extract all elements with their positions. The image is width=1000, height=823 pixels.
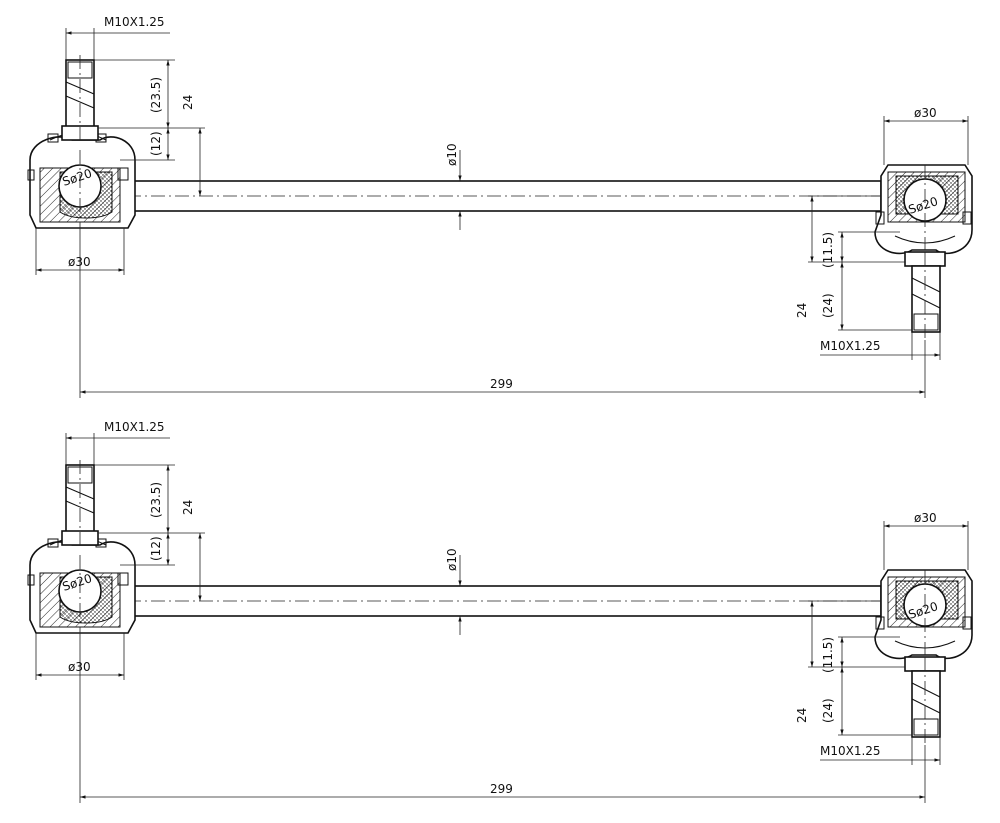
left-ball-joint bbox=[27, 537, 136, 635]
link-rod bbox=[126, 585, 882, 617]
left-ball-joint bbox=[27, 132, 136, 230]
right-ball-joint bbox=[874, 569, 973, 660]
left-threaded-stud bbox=[61, 460, 99, 546]
dim-11-5-label: (11.5) bbox=[821, 232, 835, 268]
dim-24-right-label: 24 bbox=[795, 303, 809, 318]
left-thread-label: M10X1.25 bbox=[104, 15, 165, 29]
dim-24-right-label: 24 bbox=[795, 708, 809, 723]
dim-11-5-label: (11.5) bbox=[821, 637, 835, 673]
right-dia-label: ø30 bbox=[914, 511, 937, 525]
dim-24-left-label: 24 bbox=[181, 95, 195, 110]
left-thread-label: M10X1.25 bbox=[104, 420, 165, 434]
right-thread-label: M10X1.25 bbox=[820, 339, 881, 353]
right-threaded-stud bbox=[904, 251, 946, 340]
dim-24-left-label: 24 bbox=[181, 500, 195, 515]
left-dia-label: ø30 bbox=[68, 255, 91, 269]
dim-12-label: (12) bbox=[149, 536, 163, 561]
dim-24-paren-label: (24) bbox=[821, 698, 835, 723]
rod-dia-label: ø10 bbox=[445, 548, 459, 571]
dimensions-bottom bbox=[35, 433, 969, 803]
dimensions-top bbox=[35, 28, 969, 398]
overall-length-label: 299 bbox=[490, 782, 513, 796]
dim-12-label: (12) bbox=[149, 131, 163, 156]
overall-length-label: 299 bbox=[490, 377, 513, 391]
dim-23-5-label: (23.5) bbox=[149, 77, 163, 113]
stabilizer-link-drawing-top: M10X1.25 (23.5) (12) 24 Sø20 ø30 ø10 ø30… bbox=[27, 15, 973, 398]
rod-dia-label: ø10 bbox=[445, 143, 459, 166]
dim-24-paren-label: (24) bbox=[821, 293, 835, 318]
link-rod bbox=[126, 180, 882, 212]
right-ball-joint bbox=[874, 164, 973, 255]
stabilizer-link-drawing-bottom: M10X1.25 (23.5) (12) 24 Sø20 ø30 ø10 ø30… bbox=[27, 420, 973, 803]
dim-23-5-label: (23.5) bbox=[149, 482, 163, 518]
left-dia-label: ø30 bbox=[68, 660, 91, 674]
right-thread-label: M10X1.25 bbox=[820, 744, 881, 758]
right-dia-label: ø30 bbox=[914, 106, 937, 120]
right-threaded-stud bbox=[904, 656, 946, 745]
left-threaded-stud bbox=[61, 55, 99, 141]
